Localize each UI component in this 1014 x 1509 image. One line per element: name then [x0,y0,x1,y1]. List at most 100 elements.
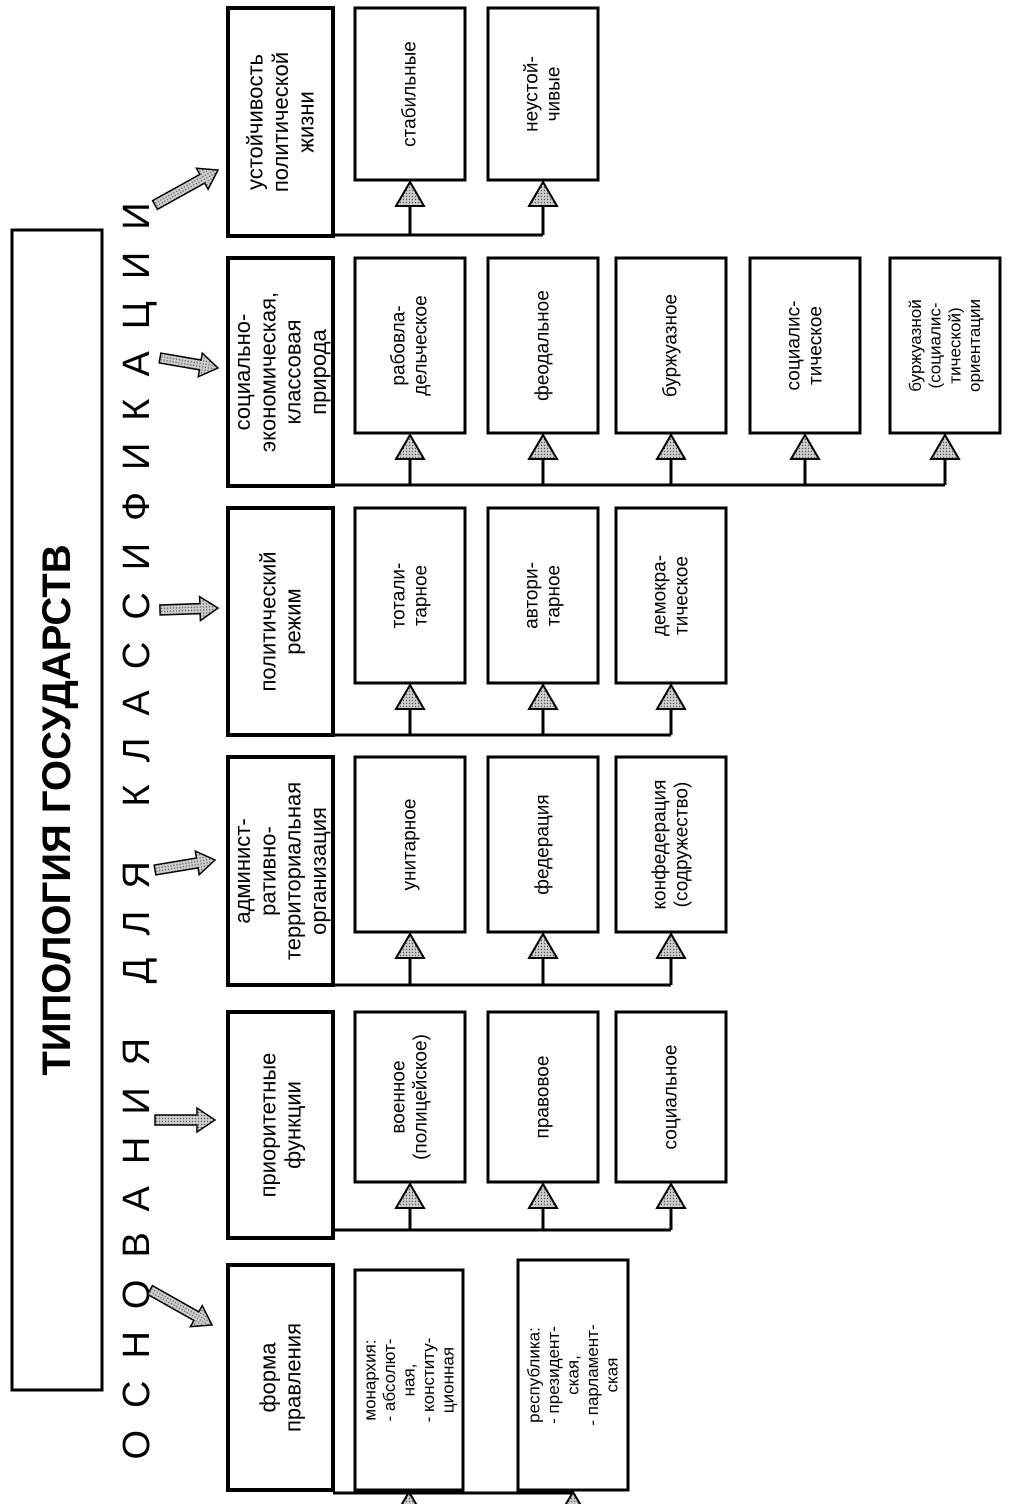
group-form-item-line: - президент- [544,1326,563,1424]
group-form-item-line: - конститу- [419,1338,438,1423]
group-socioeconomic-item-line: ориентации [965,299,984,392]
group-form-item-line: ционная [439,1347,458,1413]
group-admin-header-line: ративно- [255,826,280,916]
diagram-title: ТИПОЛОГИЯ ГОСУДАРСТВ [35,544,79,1075]
group-socioeconomic-item-line: тическое [805,306,826,385]
group-admin-item-line: унитарное [400,799,421,891]
group-form-item-text: монархия:- абсолют-ная,- конститу-ционна… [360,1338,457,1423]
group-form-item-line: - абсолют- [380,1339,399,1422]
group-regime-header-box [226,506,335,737]
group-socioeconomic-item-box [888,256,1002,435]
group-socioeconomic-item-line: социалис- [784,301,805,391]
group-admin-item-arrowhead [655,932,687,959]
group-stability-item-arrowhead [527,180,559,207]
group-socioeconomic-item-text: буржуазное [661,294,682,397]
group-socioeconomic-item-box [614,256,728,435]
group-regime-item-box [353,506,467,685]
group-form-item-line: ская [603,1358,622,1393]
group-admin-item-arrowhead [527,932,559,959]
group-admin-header-line: организация [306,807,331,935]
group-admin-pointer-arrow [153,849,217,877]
group-functions-header-line: приоритетные [255,1053,280,1198]
group-socioeconomic-item-line: буржуазное [661,294,682,397]
group-socioeconomic-item-arrowhead [929,433,961,460]
group-form-item-line: монархия: [360,1339,379,1420]
group-regime-item-text: демокра-тическое [650,555,693,636]
group-admin-header-box [226,755,335,987]
group-functions-item-text: социальное [661,1045,682,1150]
group-socioeconomic-item-text: рабовла-дельческое [389,295,432,395]
group-admin-item-text: федерация [533,794,554,894]
group-regime-pointer-arrow [159,595,220,623]
group-stability-item-box [486,6,600,182]
group-socioeconomic-item-box [353,256,467,435]
group-socioeconomic-item-text: феодальное [533,290,554,401]
group-stability-header-line: устойчивость [243,54,268,190]
group-socioeconomic-header-line: классовая [281,319,306,424]
group-form-item-line: - парламент- [583,1324,602,1425]
group-functions-item-box [486,1010,600,1184]
group-admin-item-box [614,755,728,934]
group-socioeconomic-item-arrowhead [655,433,687,460]
group-regime-item-line: автори- [522,562,543,629]
group-stability-item-text: неустой-чивые [522,56,565,132]
group-regime-item-text: автори-тарное [522,562,565,629]
group-stability-item-line: чивые [543,67,564,122]
group-admin-item-text: унитарное [400,799,421,891]
group-functions-item-box [614,1010,728,1184]
group-socioeconomic-item-arrowhead [394,433,426,460]
group-stability-item-line: стабильные [400,41,421,147]
group-socioeconomic-item-box [486,256,600,435]
group-stability-header-line: жизни [293,91,318,153]
group-functions-header-box [226,1010,335,1240]
group-regime-item-arrowhead [394,683,426,710]
group-stability-header-line: политической [268,52,293,192]
group-socioeconomic-header-box [226,256,335,488]
group-stability-item-box [353,6,467,182]
group-admin-item-text: конфедерация(содружество) [650,780,693,910]
group-form-header-line: правления [281,1323,306,1432]
group-admin-item-line: конфедерация [650,780,671,910]
group-form-header-box [226,1263,335,1492]
group-admin-item-box [486,755,600,934]
group-socioeconomic-item-text: социалис-тическое [784,301,827,391]
group-regime-item-line: тическое [671,556,692,635]
group-functions-item-line: правовое [533,1056,554,1139]
group-socioeconomic-header-line: экономическая, [255,292,280,452]
group-admin-item-arrowhead [394,932,426,959]
group-socioeconomic-item-line: рабовла- [389,305,410,385]
group-admin-item-line: (содружество) [671,782,692,908]
group-form-item-box [353,1268,465,1492]
group-socioeconomic-pointer-arrow [158,351,220,379]
group-regime-item-line: тарное [543,565,564,626]
group-stability-header-box [226,6,335,238]
group-stability-item-text: стабильные [400,41,421,147]
group-regime-item-line: тарное [410,565,431,626]
group-stability-item-arrowhead [394,180,426,207]
group-regime-item-line: тотали- [389,563,410,629]
group-functions-pointer-arrow [154,1106,217,1134]
group-form-item-line: ная, [400,1364,419,1397]
group-socioeconomic-item-text: буржуазной(социалис-тической)ориентации [906,299,984,392]
group-functions-item-line: (полицейское) [410,1034,431,1160]
group-functions-item-line: социальное [661,1045,682,1150]
group-socioeconomic-item-line: дельческое [410,295,431,395]
group-functions-item-text: военное(полицейское) [389,1034,432,1160]
group-regime-item-box [614,506,728,685]
group-functions-item-arrowhead [655,1182,687,1209]
group-admin-item-line: федерация [533,794,554,894]
group-regime-item-text: тотали-тарное [389,563,432,629]
group-form-item-box [516,1258,630,1492]
group-regime-item-arrowhead [527,683,559,710]
group-form-pointer-arrow [146,1284,214,1328]
diagram-subtitle: ОСНОВАНИЯ ДЛЯ КЛАССИФИКАЦИИ [116,180,158,1459]
group-stability-item-line: неустой- [522,56,543,132]
